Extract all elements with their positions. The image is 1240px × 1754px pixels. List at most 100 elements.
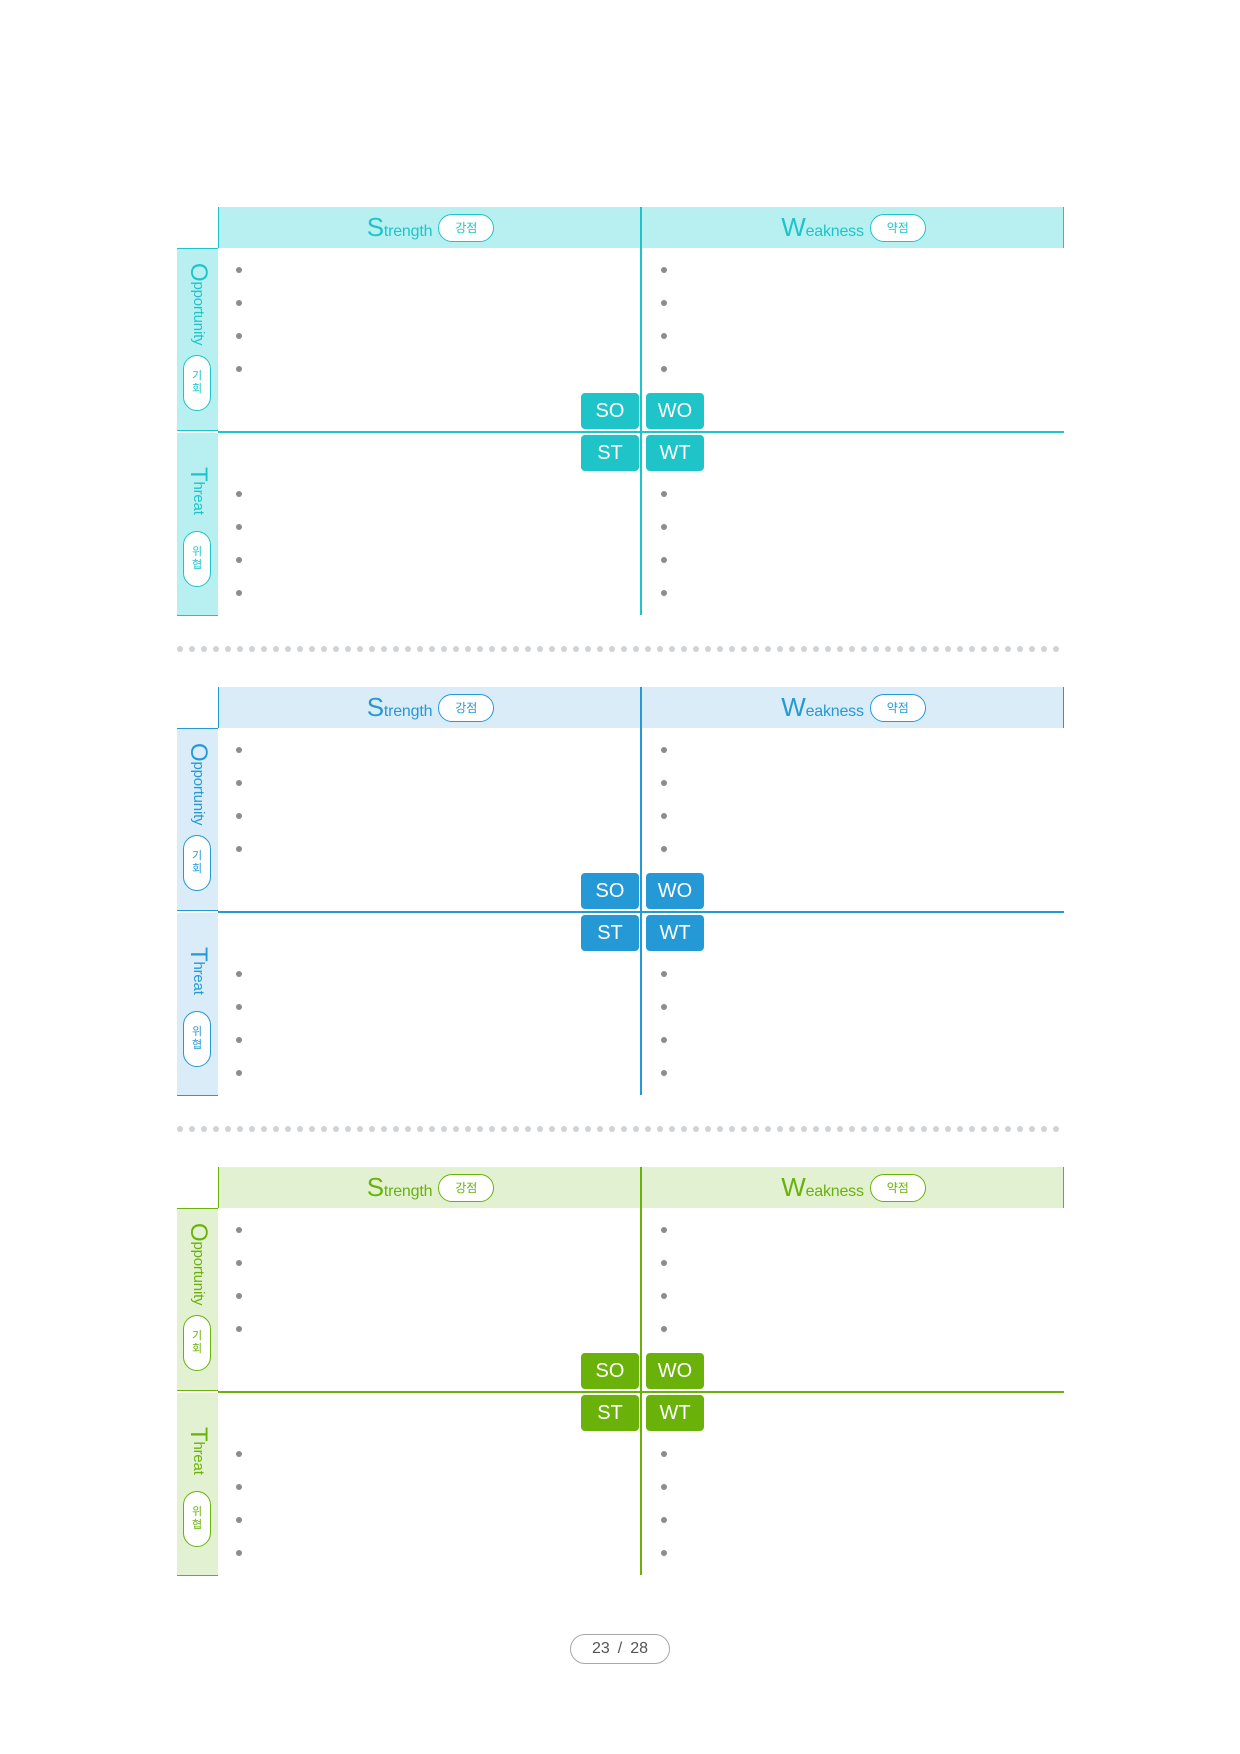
bullet-item[interactable]: [236, 1505, 616, 1538]
bullet-item[interactable]: [236, 1314, 616, 1347]
page-separator: /: [617, 1640, 623, 1657]
bullet-item[interactable]: [661, 1215, 1041, 1248]
separator-dot: [537, 646, 543, 652]
bullet-item[interactable]: [236, 801, 616, 834]
bullet-item[interactable]: [236, 1248, 616, 1281]
bullet-item[interactable]: [661, 321, 1041, 354]
weakness-badge: 약점: [869, 1173, 926, 1202]
bullet-item[interactable]: [661, 959, 1041, 992]
bullet-item[interactable]: [236, 545, 616, 578]
separator-dot: [921, 1126, 927, 1132]
bullet-item[interactable]: [236, 1538, 616, 1571]
separator-dot: [249, 646, 255, 652]
bullet-item[interactable]: [236, 834, 616, 867]
bullet-item[interactable]: [661, 1538, 1041, 1571]
separator-dot: [513, 646, 519, 652]
bullet-item[interactable]: [236, 288, 616, 321]
bullet-item[interactable]: [661, 1439, 1041, 1472]
separator-dot: [441, 646, 447, 652]
bullet-item[interactable]: [661, 479, 1041, 512]
separator-dot: [297, 646, 303, 652]
bullet-item[interactable]: [661, 801, 1041, 834]
separator-dot: [873, 1126, 879, 1132]
bullet-item[interactable]: [661, 1314, 1041, 1347]
bullet-item[interactable]: [236, 578, 616, 611]
separator-dot: [465, 1126, 471, 1132]
separator-dot: [813, 1126, 819, 1132]
dotted-separator: [177, 646, 1065, 652]
bullet-item[interactable]: [236, 479, 616, 512]
bullet-item[interactable]: [236, 959, 616, 992]
weakness-label: eakness: [805, 703, 864, 720]
opportunity-initial: O: [185, 1223, 212, 1242]
separator-dot: [465, 646, 471, 652]
bullet-item[interactable]: [236, 512, 616, 545]
separator-dot: [765, 1126, 771, 1132]
separator-dot: [369, 646, 375, 652]
bullet-item[interactable]: [661, 1248, 1041, 1281]
bullet-item[interactable]: [236, 1215, 616, 1248]
separator-dot: [429, 646, 435, 652]
row-divider: [218, 911, 1064, 913]
bullet-item[interactable]: [661, 834, 1041, 867]
bullet-item[interactable]: [661, 354, 1041, 387]
bullet-item[interactable]: [236, 1472, 616, 1505]
separator-dot: [285, 646, 291, 652]
bullet-item[interactable]: [661, 288, 1041, 321]
separator-dot: [489, 1126, 495, 1132]
threat-label: hreat: [190, 481, 207, 515]
separator-dot: [393, 1126, 399, 1132]
separator-dot: [897, 1126, 903, 1132]
wt-bullets: [661, 959, 1041, 1091]
wt-box: WT: [646, 1395, 704, 1431]
separator-dot: [993, 646, 999, 652]
bullet-item[interactable]: [661, 992, 1041, 1025]
st-box: ST: [581, 435, 639, 471]
bullet-item[interactable]: [236, 1025, 616, 1058]
separator-dot: [261, 646, 267, 652]
bullet-item[interactable]: [661, 512, 1041, 545]
separator-dot: [1017, 1126, 1023, 1132]
separator-dot: [249, 1126, 255, 1132]
bullet-item[interactable]: [661, 1058, 1041, 1091]
bullet-item[interactable]: [236, 735, 616, 768]
separator-dot: [1029, 646, 1035, 652]
bullet-item[interactable]: [661, 768, 1041, 801]
bullet-item[interactable]: [236, 321, 616, 354]
separator-dot: [861, 1126, 867, 1132]
bullet-item[interactable]: [236, 255, 616, 288]
bullet-item[interactable]: [236, 768, 616, 801]
separator-dot: [261, 1126, 267, 1132]
bullet-item[interactable]: [236, 354, 616, 387]
separator-dot: [705, 646, 711, 652]
bullet-item[interactable]: [661, 735, 1041, 768]
bullet-item[interactable]: [236, 1439, 616, 1472]
separator-dot: [861, 646, 867, 652]
bullet-item[interactable]: [661, 1505, 1041, 1538]
weakness-initial: W: [781, 692, 806, 722]
separator-dot: [873, 646, 879, 652]
wt-box: WT: [646, 435, 704, 471]
separator-dot: [501, 1126, 507, 1132]
bullet-item[interactable]: [661, 1472, 1041, 1505]
bullet-item[interactable]: [236, 992, 616, 1025]
bullet-item[interactable]: [661, 255, 1041, 288]
threat-label: hreat: [190, 1441, 207, 1475]
bullet-item[interactable]: [661, 578, 1041, 611]
bullet-item[interactable]: [661, 545, 1041, 578]
so-box: SO: [581, 873, 639, 909]
bullet-item[interactable]: [661, 1281, 1041, 1314]
bullet-item[interactable]: [236, 1281, 616, 1314]
separator-dot: [849, 1126, 855, 1132]
separator-dot: [837, 646, 843, 652]
separator-dot: [453, 646, 459, 652]
separator-dot: [417, 1126, 423, 1132]
bullet-item[interactable]: [661, 1025, 1041, 1058]
bullet-item[interactable]: [236, 1058, 616, 1091]
so-box: SO: [581, 1353, 639, 1389]
